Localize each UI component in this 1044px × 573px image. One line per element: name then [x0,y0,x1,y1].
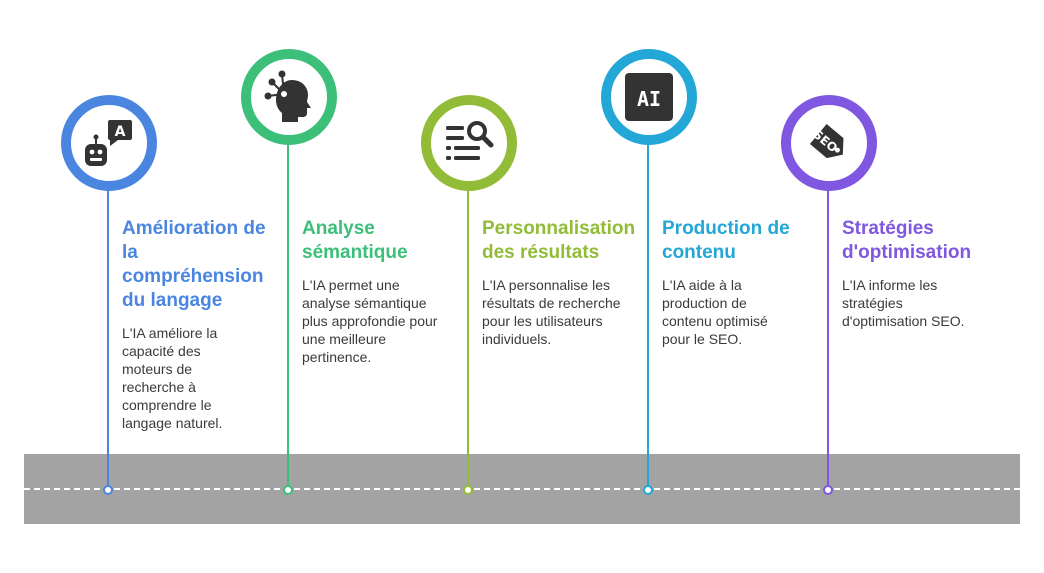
road-center-line [24,488,1020,490]
timeline-road [24,454,1020,524]
step-5-icon-circle: SEO [781,95,877,191]
head-network-icon [264,70,311,122]
step-3-anchor-dot [463,485,473,495]
step-1-icon-circle: A [61,95,157,191]
step-2-anchor-dot [283,485,293,495]
step-2-title: Analyse sémantique [302,218,408,263]
robot-speech-icon: A [85,120,132,166]
step-5-stem [827,185,829,490]
step-2-stem [287,139,289,490]
step-1-title: Amélioration de la compréhension du lang… [122,218,266,311]
seo-tag-icon: SEO [809,124,844,159]
step-3-icon-circle [421,95,517,191]
step-4-description: L'IA aide à la production de contenu opt… [662,277,768,347]
ai-label: AI [637,87,661,111]
step-3-description: L'IA personnalise les résultats de reche… [482,277,621,347]
step-4-anchor-dot [643,485,653,495]
step-4-title: Production de contenu [662,218,790,263]
step-5-anchor-dot [823,485,833,495]
list-search-icon [446,121,494,160]
step-2-description: L'IA permet une analyse sémantique plus … [302,277,438,365]
speech-letter: A [115,124,126,140]
step-1-anchor-dot [103,485,113,495]
step-1-description: L'IA améliore la capacité des moteurs de… [122,325,223,431]
step-5-title: Stratégies d'optimisation [842,218,972,263]
ai-chip-icon: AI [625,73,673,121]
step-4-stem [647,139,649,490]
step-3-title: Personnalisation des résultats [482,218,636,263]
step-4-icon-circle: AI [601,49,697,145]
step-5-description: L'IA informe les stratégies d'optimisati… [842,277,965,329]
step-3-stem [467,185,469,490]
step-2-icon-circle [241,49,337,145]
step-1-stem [107,185,109,490]
